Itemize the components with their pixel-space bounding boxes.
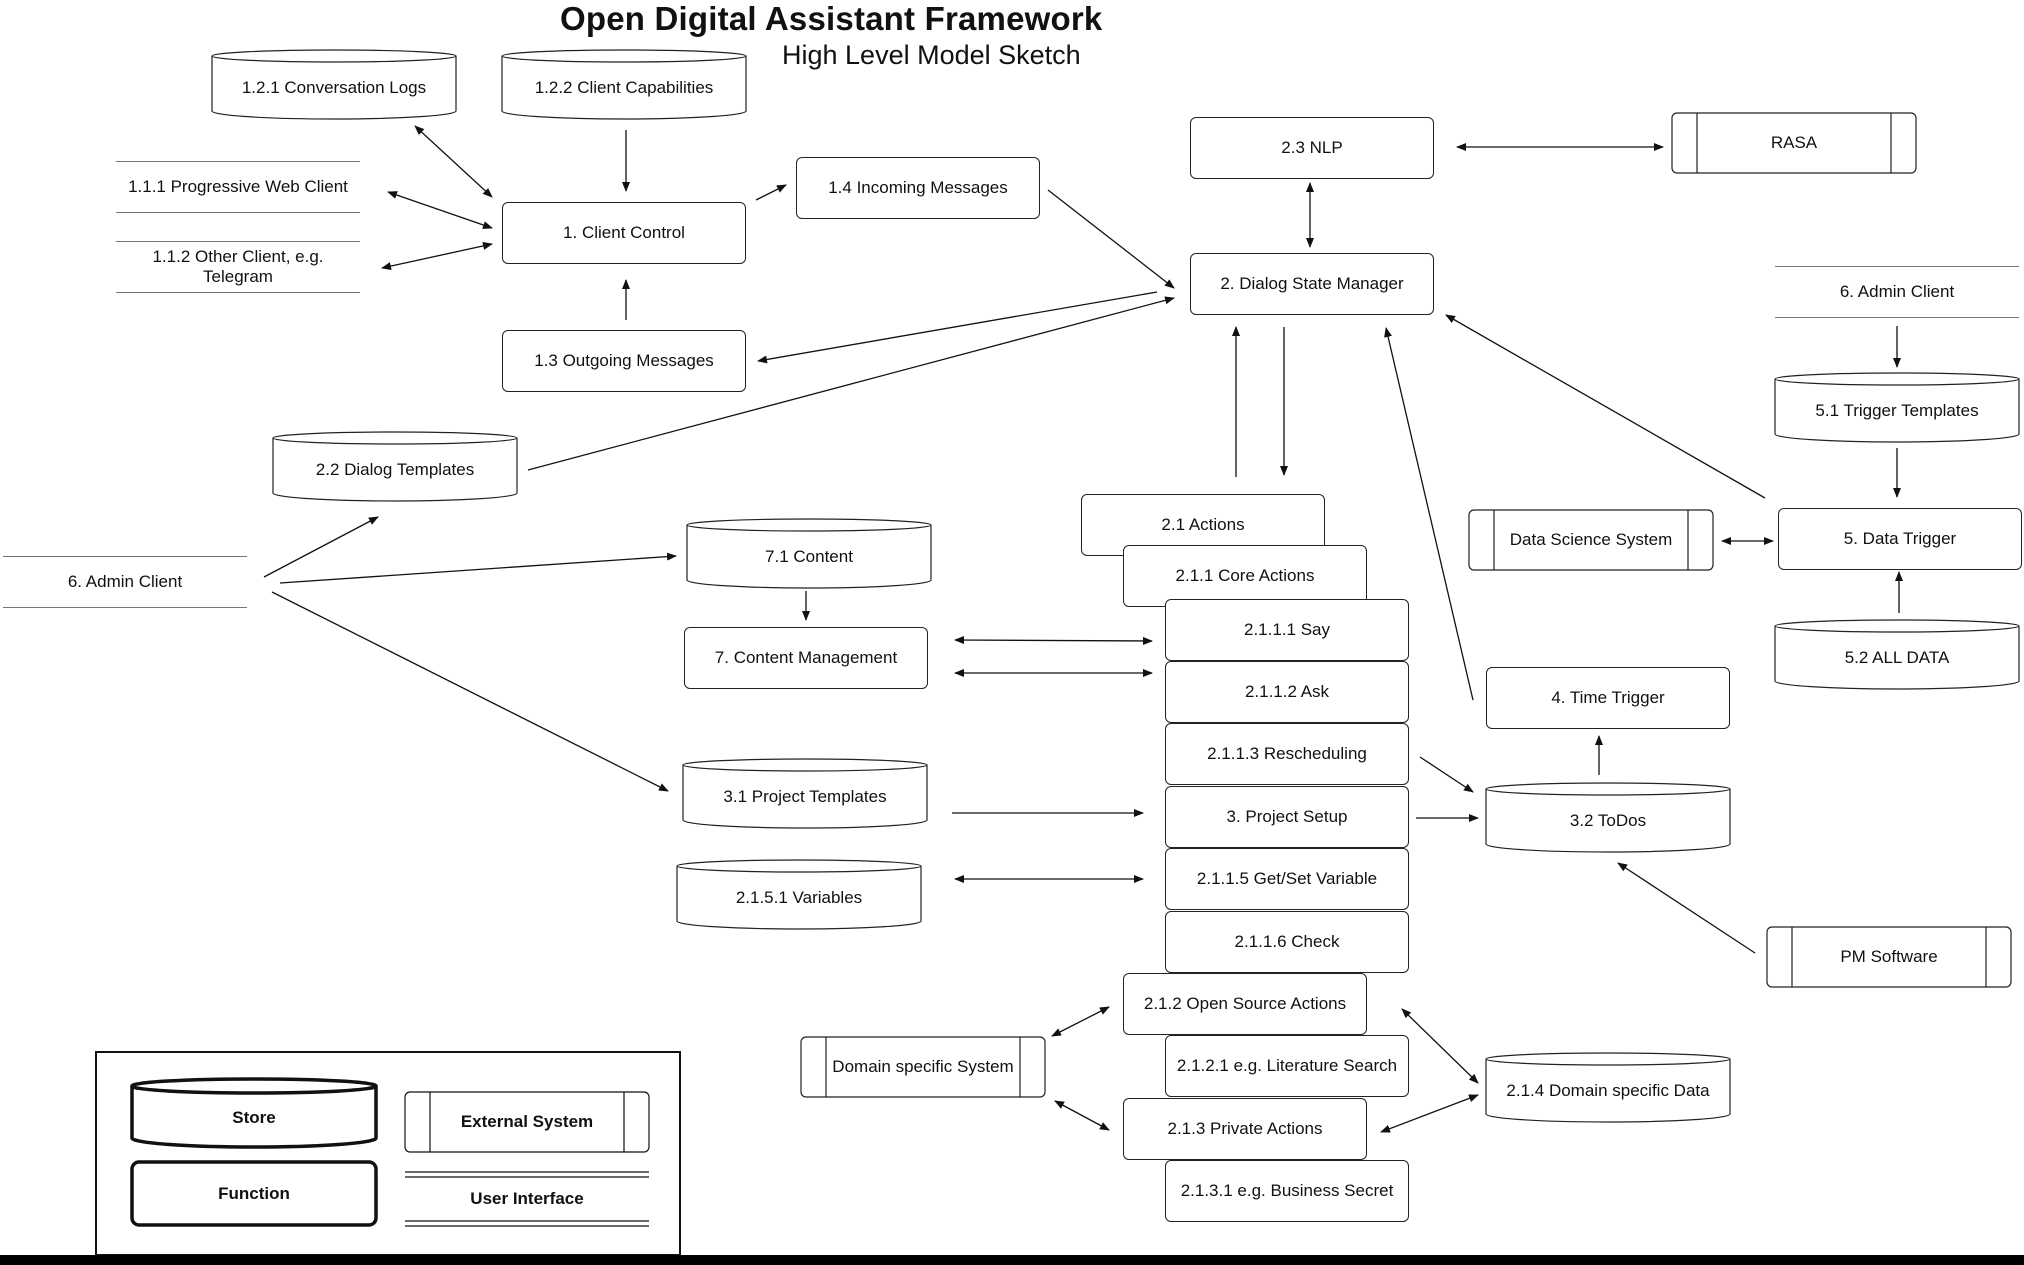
node-label: 2.1 Actions	[1161, 515, 1245, 534]
node-client-control[interactable]: 1. Client Control	[502, 202, 746, 264]
store-variables	[676, 859, 922, 930]
ext-domain-system	[800, 1036, 1046, 1098]
node-label: 5. Data Trigger	[1843, 529, 1957, 548]
node-label: 1.1.1 Progressive Web Client	[128, 177, 348, 196]
store-conv-logs	[211, 49, 457, 120]
label-dialog-templates: 2.2 Dialog Templates	[315, 460, 475, 479]
node-admin-client-right[interactable]: 6. Admin Client	[1775, 266, 2019, 318]
legend-external-label: External System	[460, 1112, 594, 1131]
node-progressive-web-client[interactable]: 1.1.1 Progressive Web Client	[116, 161, 360, 213]
node-business-secret[interactable]: 2.1.3.1 e.g. Business Secret	[1165, 1160, 1409, 1222]
label-trigger-templates: 5.1 Trigger Templates	[1815, 401, 1979, 420]
ext-data-science	[1468, 509, 1714, 571]
store-all-data	[1774, 619, 2020, 690]
store-todos	[1485, 782, 1731, 853]
node-label: 6. Admin Client	[1839, 282, 1955, 301]
node-get-set-variable[interactable]: 2.1.1.5 Get/Set Variable	[1165, 848, 1409, 910]
node-label: 6. Admin Client	[67, 572, 183, 591]
node-time-trigger[interactable]: 4. Time Trigger	[1486, 667, 1730, 729]
label-pm-software: PM Software	[1840, 947, 1938, 966]
node-label: 2.1.2.1 e.g. Literature Search	[1176, 1056, 1398, 1075]
node-core-actions[interactable]: 2.1.1 Core Actions	[1123, 545, 1367, 607]
node-label: 2.1.3.1 e.g. Business Secret	[1180, 1181, 1394, 1200]
store-project-templates	[682, 758, 928, 829]
node-label: 2.1.1.2 Ask	[1244, 682, 1330, 701]
node-content-management[interactable]: 7. Content Management	[684, 627, 928, 689]
label-variables: 2.1.5.1 Variables	[735, 888, 863, 907]
node-open-source-actions[interactable]: 2.1.2 Open Source Actions	[1123, 973, 1367, 1035]
label-domain-system: Domain specific System	[832, 1057, 1014, 1076]
store-domain-data	[1485, 1052, 1731, 1123]
legend-ui-label: User Interface	[470, 1189, 584, 1208]
diagram-title-block: Open Digital Assistant Framework High Le…	[560, 0, 1460, 71]
ext-rasa	[1671, 112, 1917, 174]
node-say[interactable]: 2.1.1.1 Say	[1165, 599, 1409, 661]
label-content: 7.1 Content	[765, 547, 853, 566]
node-dialog-state-manager[interactable]: 2. Dialog State Manager	[1190, 253, 1434, 315]
connectors	[263, 125, 1903, 1133]
diagram-title: Open Digital Assistant Framework	[560, 0, 1103, 37]
node-label: 2. Dialog State Manager	[1220, 274, 1404, 293]
node-check[interactable]: 2.1.1.6 Check	[1165, 911, 1409, 973]
label-project-templates: 3.1 Project Templates	[723, 787, 887, 806]
node-literature-search[interactable]: 2.1.2.1 e.g. Literature Search	[1165, 1035, 1409, 1097]
node-nlp[interactable]: 2.3 NLP	[1190, 117, 1434, 179]
node-ask[interactable]: 2.1.1.2 Ask	[1165, 661, 1409, 723]
label-conversation-logs: 1.2.1 Conversation Logs	[241, 78, 427, 97]
label-client-capabilities: 1.2.2 Client Capabilities	[534, 78, 714, 97]
node-other-client[interactable]: 1.1.2 Other Client, e.g. Telegram	[116, 241, 360, 293]
node-label: 2.3 NLP	[1281, 138, 1343, 157]
node-label: 1. Client Control	[563, 223, 685, 242]
node-label: 2.1.1 Core Actions	[1175, 566, 1315, 585]
node-label: 2.1.3 Private Actions	[1167, 1119, 1323, 1138]
node-admin-client-left[interactable]: 6. Admin Client	[3, 556, 247, 608]
label-all-data: 5.2 ALL DATA	[1844, 648, 1950, 667]
node-label: 1.4 Incoming Messages	[828, 178, 1008, 197]
node-label: 2.1.2 Open Source Actions	[1143, 994, 1347, 1013]
legend-store-label: Store	[232, 1108, 276, 1127]
store-dialog-templates	[272, 431, 518, 502]
node-rescheduling[interactable]: 2.1.1.3 Rescheduling	[1165, 723, 1409, 785]
node-data-trigger[interactable]: 5. Data Trigger	[1778, 508, 2022, 570]
node-label: 1.1.2 Other Client, e.g. Telegram	[152, 247, 324, 286]
node-project-setup[interactable]: 3. Project Setup	[1165, 786, 1409, 848]
label-todos: 3.2 ToDos	[1569, 811, 1647, 830]
bottom-bar	[0, 1255, 2024, 1265]
node-label: 2.1.1.6 Check	[1234, 932, 1340, 951]
label-domain-data: 2.1.4 Domain specific Data	[1506, 1081, 1710, 1100]
store-client-caps	[501, 49, 747, 120]
node-private-actions[interactable]: 2.1.3 Private Actions	[1123, 1098, 1367, 1160]
node-incoming-messages[interactable]: 1.4 Incoming Messages	[796, 157, 1040, 219]
legend-function-label: Function	[218, 1183, 290, 1203]
legend-shapes	[95, 1051, 681, 1256]
node-label: 2.1.1.3 Rescheduling	[1207, 744, 1367, 763]
diagram-subtitle: High Level Model Sketch	[782, 40, 1081, 70]
store-content	[686, 518, 932, 589]
ext-pm-software	[1766, 926, 2012, 988]
node-label: 3. Project Setup	[1226, 807, 1348, 826]
node-label: 1.3 Outgoing Messages	[534, 351, 714, 370]
node-outgoing-messages[interactable]: 1.3 Outgoing Messages	[502, 330, 746, 392]
store-trigger-templates	[1774, 372, 2020, 443]
node-label: 4. Time Trigger	[1551, 688, 1665, 707]
label-rasa: RASA	[1770, 133, 1818, 152]
node-label: 7. Content Management	[714, 648, 898, 667]
label-data-science: Data Science System	[1509, 530, 1673, 549]
node-label: 2.1.1.1 Say	[1243, 620, 1330, 639]
node-label: 2.1.1.5 Get/Set Variable	[1196, 869, 1378, 888]
